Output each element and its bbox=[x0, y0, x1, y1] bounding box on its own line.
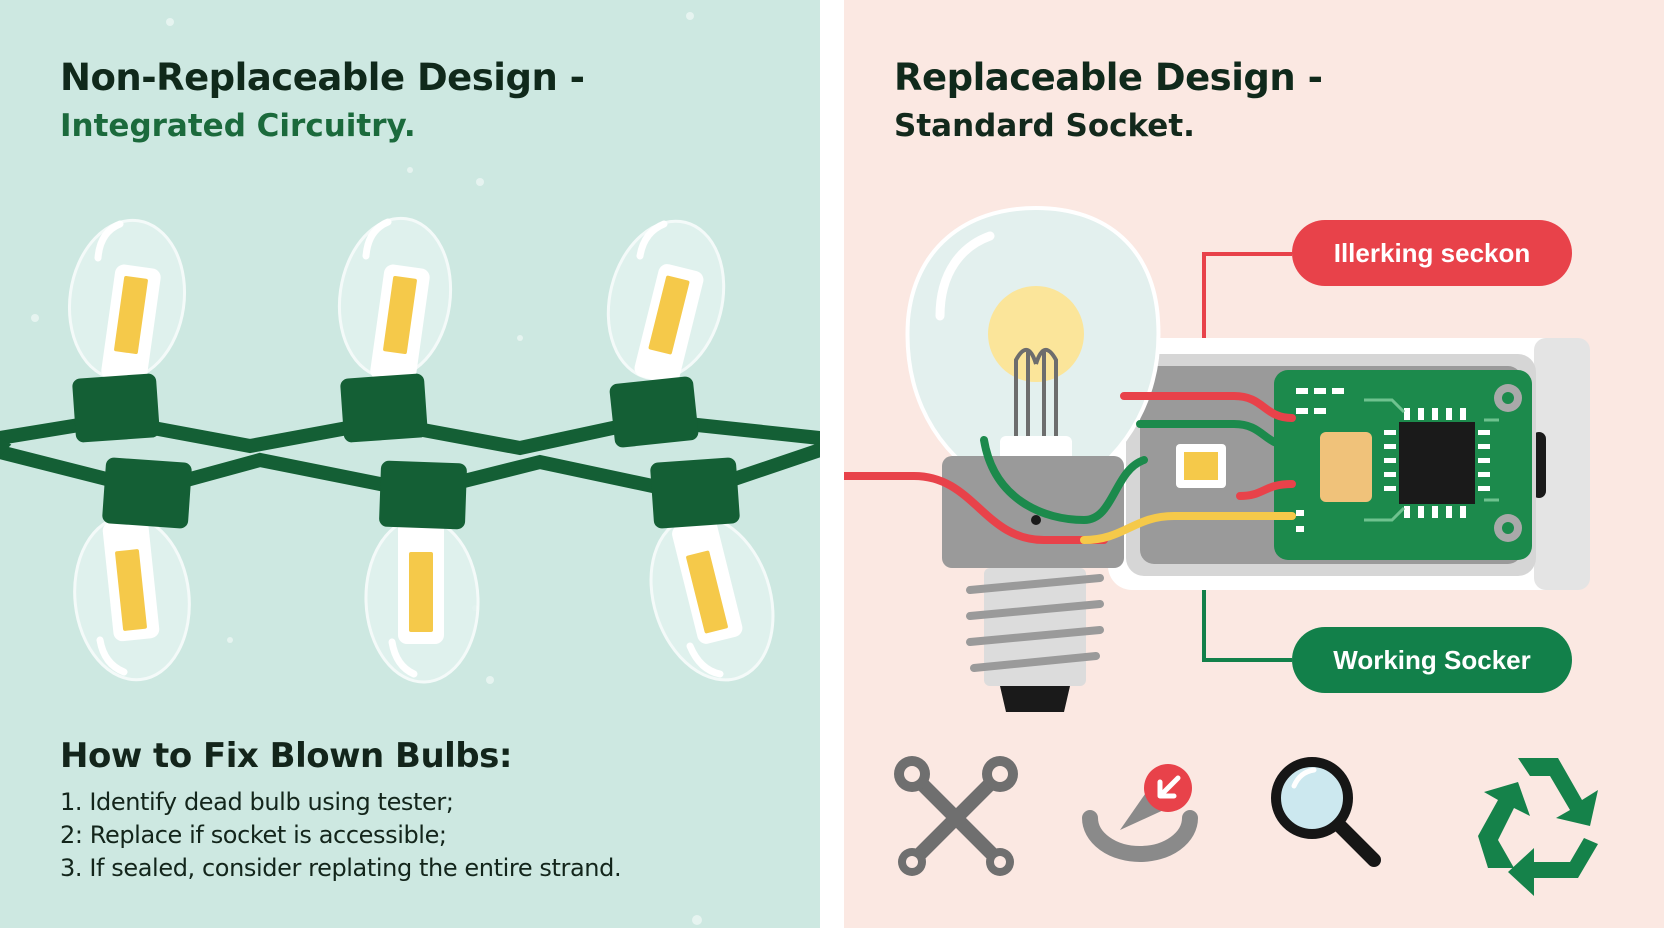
callout-line-top bbox=[1202, 252, 1292, 366]
right-title: Replaceable Design - bbox=[894, 56, 1323, 99]
bulb-top-1 bbox=[67, 218, 187, 384]
callout-line-bottom bbox=[1202, 565, 1292, 662]
bulb-top-3 bbox=[606, 219, 726, 384]
light-bulb bbox=[905, 205, 1161, 712]
replaceable-panel: Replaceable Design - Standard Socket. Il… bbox=[844, 0, 1664, 928]
bulb-top-2 bbox=[337, 216, 453, 384]
magnifier-icon bbox=[1271, 757, 1381, 867]
light-strand-illustration bbox=[0, 12, 820, 925]
callout-bottom-label: Working Socker bbox=[1292, 627, 1572, 693]
bulb-bottom-3 bbox=[649, 514, 775, 682]
panel-divider bbox=[820, 0, 844, 928]
socket-wires bbox=[844, 392, 1296, 544]
fix-step: 1. Identify dead bulb using tester; bbox=[60, 788, 454, 816]
fix-steps-list: 1. Identify dead bulb using tester; 2: R… bbox=[60, 786, 622, 885]
left-title: Non-Replaceable Design - bbox=[60, 56, 585, 99]
non-replaceable-panel: Non-Replaceable Design - Integrated Circ… bbox=[0, 0, 820, 928]
wrench-screwdriver-icon bbox=[894, 756, 1018, 876]
left-subtitle: Integrated Circuitry. bbox=[60, 108, 416, 144]
fix-step: 3. If sealed, consider replating the ent… bbox=[60, 854, 622, 882]
callout-top-label: Illerking seckon bbox=[1292, 220, 1572, 286]
circuit-board bbox=[1274, 370, 1532, 560]
replace-arrow-icon bbox=[1082, 764, 1198, 862]
how-to-fix-section: How to Fix Blown Bulbs: 1. Identify dead… bbox=[60, 736, 622, 885]
bulb-bottom-2 bbox=[364, 516, 480, 684]
recycle-icon bbox=[1478, 758, 1598, 896]
how-to-fix-title: How to Fix Blown Bulbs: bbox=[60, 736, 512, 776]
socket-illustration bbox=[844, 205, 1598, 896]
fix-step: 2: Replace if socket is accessible; bbox=[60, 821, 447, 849]
sockets bbox=[72, 373, 740, 530]
right-subtitle: Standard Socket. bbox=[894, 108, 1195, 144]
bulb-bottom-1 bbox=[73, 514, 191, 682]
